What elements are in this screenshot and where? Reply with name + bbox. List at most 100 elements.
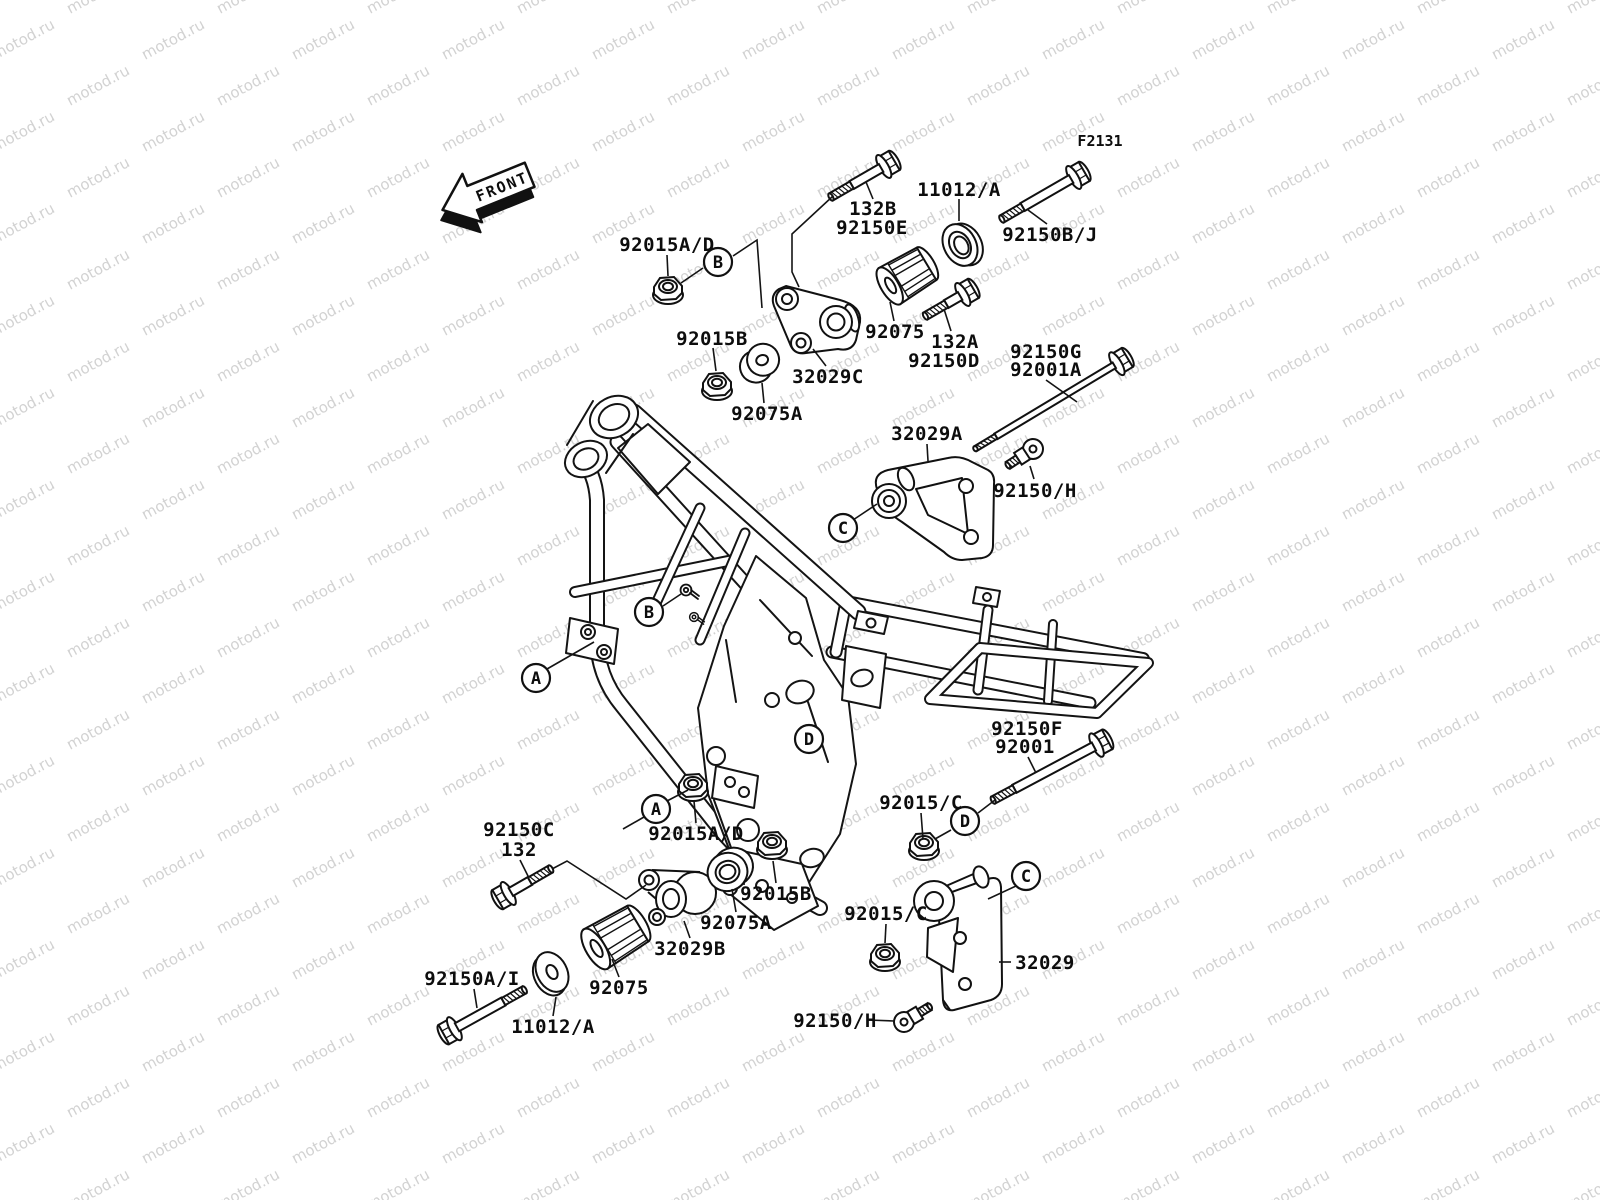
callout-letter: B	[644, 603, 654, 623]
frame-gusset-plates	[565, 423, 1001, 931]
callout-c: C	[1010, 860, 1042, 892]
watermark-text: motod.ru	[63, 337, 132, 385]
watermark-text: motod.ru	[1188, 475, 1257, 523]
bracket-32029C	[771, 285, 862, 355]
callout-letter: C	[1021, 867, 1031, 887]
part-label: 11012/A	[511, 1016, 595, 1038]
watermark-text: motod.ru	[1413, 61, 1482, 109]
leader-line	[772, 860, 777, 884]
watermark-text: motod.ru	[1413, 337, 1482, 385]
watermark-text: motod.ru	[1488, 475, 1557, 523]
watermark-text: motod.ru	[1263, 0, 1332, 18]
leader-line	[611, 958, 620, 978]
watermark-text: motod.ru	[438, 291, 507, 339]
watermark-text: motod.ru	[1338, 1027, 1407, 1075]
watermark-text: motod.ru	[1263, 705, 1332, 753]
callout-c: C	[827, 512, 859, 544]
watermark-text: motod.ru	[1338, 659, 1407, 707]
watermark-text: motod.ru	[1188, 291, 1257, 339]
watermark-text: motod.ru	[1413, 0, 1482, 18]
watermark-text: motod.ru	[813, 1073, 882, 1121]
frame-tube-fill	[841, 597, 1148, 664]
watermark-text: motod.ru	[1563, 521, 1600, 569]
watermark-text: motod.ru	[63, 889, 132, 937]
callout-a: A	[520, 662, 552, 694]
bracket-32029B	[638, 869, 717, 926]
watermark-text: motod.ru	[213, 797, 282, 845]
frame-tube-fill	[571, 556, 737, 596]
watermark-text: motod.ru	[138, 843, 207, 891]
watermark-text: motod.ru	[813, 61, 882, 109]
part-label: 32029C	[792, 366, 864, 388]
watermark-text: motod.ru	[288, 383, 357, 431]
part-label: 92150C	[483, 819, 555, 841]
watermark-text: motod.ru	[1488, 659, 1557, 707]
watermark-text: motod.ru	[438, 567, 507, 615]
watermark-text: motod.ru	[63, 0, 132, 18]
watermark-text: motod.ru	[1038, 567, 1107, 615]
watermark-text: motod.ru	[1338, 291, 1407, 339]
watermark-text: motod.ru	[0, 935, 58, 983]
watermark-text: motod.ru	[813, 429, 882, 477]
leader-line	[865, 181, 874, 200]
watermark-text: motod.ru	[1413, 1165, 1482, 1200]
leader-line	[926, 443, 929, 462]
watermark-text: motod.ru	[1263, 1165, 1332, 1200]
watermark-text: motod.ru	[288, 475, 357, 523]
leader-line	[977, 799, 996, 814]
watermark-text: motod.ru	[63, 1073, 132, 1121]
watermark-text: motod.ru	[963, 1165, 1032, 1200]
part-label: 92075A	[731, 403, 803, 425]
watermark-text: motod.ru	[1488, 199, 1557, 247]
watermark-text: motod.ru	[1188, 935, 1257, 983]
watermark-text: motod.ru	[963, 1073, 1032, 1121]
leader-line	[889, 301, 895, 322]
watermark-text: motod.ru	[63, 61, 132, 109]
leader-line	[943, 308, 952, 332]
leader-line	[1045, 379, 1078, 403]
watermark-text: motod.ru	[63, 613, 132, 661]
watermark-text: motod.ru	[1188, 751, 1257, 799]
watermark-text: motod.ru	[1563, 981, 1600, 1029]
watermark-text: motod.ru	[138, 291, 207, 339]
watermark-text: motod.ru	[1338, 107, 1407, 155]
part-label: 92015B	[676, 328, 748, 350]
frame-stud	[679, 583, 700, 600]
callout-letter: C	[838, 519, 848, 539]
callout-d: D	[949, 805, 981, 837]
watermark-text: motod.ru	[663, 153, 732, 201]
watermark-text: motod.ru	[738, 1119, 807, 1167]
callout-letter: B	[713, 253, 723, 273]
watermark-text: motod.ru	[1038, 15, 1107, 63]
watermark-text: motod.ru	[1263, 797, 1332, 845]
callout-letter: A	[651, 800, 661, 820]
watermark-text: motod.ru	[1563, 429, 1600, 477]
part-label: 132A	[931, 331, 979, 353]
watermark-text: motod.ru	[738, 1027, 807, 1075]
leader-line	[519, 859, 530, 879]
watermark-text: motod.ru	[213, 337, 282, 385]
leader-line	[934, 829, 952, 840]
watermark-text: motod.ru	[363, 797, 432, 845]
watermark-text: motod.ru	[213, 613, 282, 661]
leader-line	[666, 789, 689, 802]
watermark-text: motod.ru	[1563, 705, 1600, 753]
leader-line	[731, 888, 737, 913]
watermark-text: motod.ru	[1488, 107, 1557, 155]
watermark-text: motod.ru	[1338, 1119, 1407, 1167]
watermark-text: motod.ru	[138, 567, 207, 615]
watermark-text: motod.ru	[1188, 107, 1257, 155]
part-label: 32029A	[891, 423, 963, 445]
watermark-text: motod.ru	[888, 1119, 957, 1167]
watermark-text: motod.ru	[0, 1119, 58, 1167]
watermark-text: motod.ru	[1263, 153, 1332, 201]
leader-line	[552, 996, 557, 1017]
watermark-text: motod.ru	[0, 659, 58, 707]
watermark-text: motod.ru	[738, 107, 807, 155]
watermark-text: motod.ru	[138, 383, 207, 431]
watermark-text: motod.ru	[288, 107, 357, 155]
watermark-text: motod.ru	[1188, 659, 1257, 707]
watermark-text: motod.ru	[1263, 245, 1332, 293]
watermark-text: motod.ru	[1263, 981, 1332, 1029]
watermark-text: motod.ru	[63, 521, 132, 569]
